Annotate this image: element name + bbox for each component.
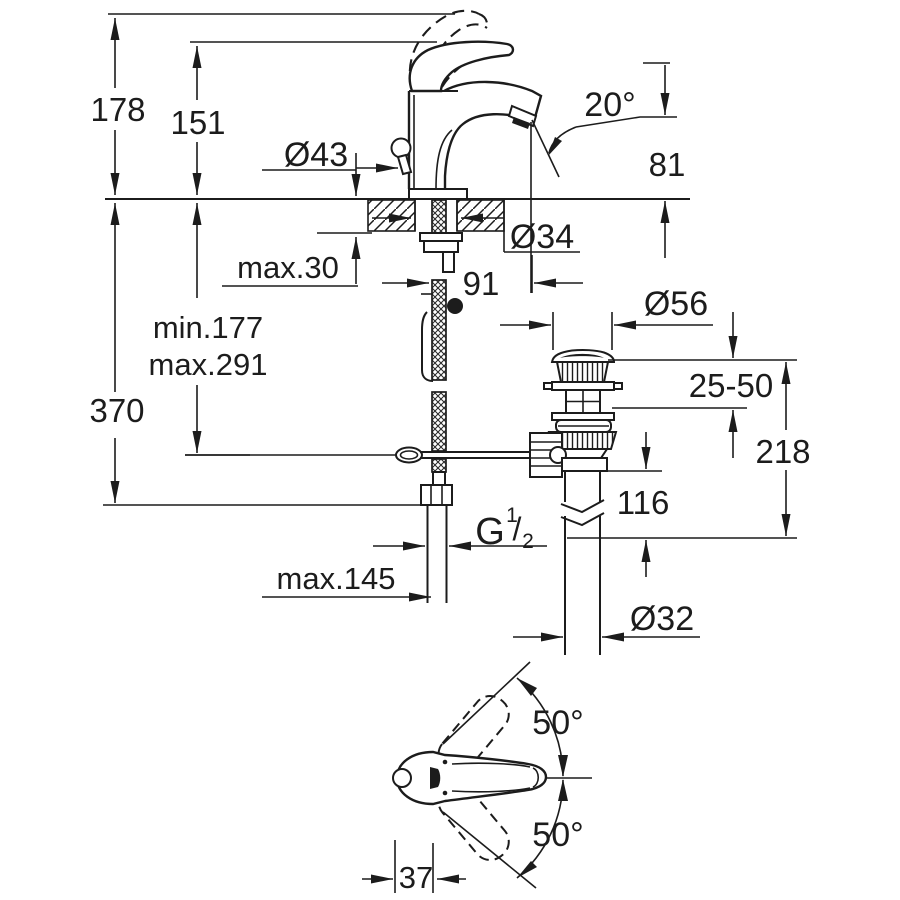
dim-370: 370 (89, 203, 421, 506)
dim-min177-label: min.177 (153, 310, 263, 345)
dim-g-label: G (475, 511, 505, 553)
drain-tee (529, 432, 608, 478)
handle-pin (392, 768, 412, 788)
shank-and-hose (414, 199, 463, 603)
dim-178: 178 (90, 18, 146, 195)
dim-25-50-label: 25-50 (689, 367, 773, 404)
drain-ring (555, 419, 612, 433)
connection-stub (442, 251, 455, 273)
dim-max30-label: max.30 (237, 250, 339, 285)
dim-56: Ø56 (500, 285, 713, 350)
dim-32: Ø32 (513, 600, 700, 642)
rod-ball (447, 298, 463, 314)
handle-plan-solid (392, 750, 548, 806)
dim-116: 116 (562, 432, 669, 577)
dim-91-label: 91 (463, 265, 500, 302)
dim-g-slash: / (513, 511, 522, 547)
handle-swing-dashed (437, 695, 510, 861)
dim-37-label: 37 (399, 860, 433, 895)
hose-end-nut (420, 484, 453, 506)
drain-crown (555, 361, 610, 383)
dim-34-label: Ø34 (510, 218, 574, 256)
dim-max291-label: max.291 (149, 347, 268, 382)
dim-81-label: 81 (649, 146, 686, 183)
dim-50-lower: 50° (516, 779, 584, 879)
dim-20deg: 20° (530, 86, 677, 293)
drain-wing-left (543, 382, 553, 390)
mounting-nut (423, 240, 459, 253)
dim-218: 218 (567, 362, 811, 539)
dim-max30: max.30 (222, 232, 372, 287)
dim-50-upper: 50° (516, 677, 584, 777)
dim-178-label: 178 (90, 91, 145, 128)
mounting-washer (419, 232, 463, 242)
dim-max145: max.145 (262, 561, 431, 602)
dim-37: 37 (362, 840, 466, 895)
drain-pipe (560, 471, 605, 655)
side-view (105, 9, 690, 603)
dim-151-label: 151 (170, 104, 225, 141)
dim-43: Ø43 (262, 136, 398, 196)
dim-g-denominator: 2 (522, 530, 534, 553)
dim-32-label: Ø32 (630, 600, 694, 638)
dim-34: Ø34 (372, 200, 580, 256)
dimensions-side-view: 178 151 Ø43 20° 81 (89, 13, 811, 642)
spout-top (443, 80, 543, 122)
handle-pivot (430, 767, 441, 789)
counter-section (105, 198, 690, 232)
dim-43-label: Ø43 (284, 136, 348, 174)
dim-116-label: 116 (617, 484, 670, 521)
dim-20deg-label: 20° (584, 86, 635, 124)
aerator (507, 104, 538, 129)
dim-25-50: 25-50 (608, 312, 797, 458)
dim-g-half: G 1 / 2 (373, 504, 547, 553)
lever-handle (408, 40, 515, 93)
dim-370-label: 370 (89, 392, 144, 429)
faucet-body (390, 40, 543, 200)
faucet-base (408, 188, 468, 200)
dim-50-upper-label: 50° (532, 704, 583, 742)
dim-56-label: Ø56 (644, 285, 708, 323)
supply-hose (431, 279, 447, 381)
drain-grid-body (565, 389, 601, 414)
swing-axis-upper (442, 661, 531, 745)
dim-218-label: 218 (755, 433, 810, 470)
drain-wing-right (613, 382, 623, 390)
dim-max145-label: max.145 (277, 561, 396, 596)
dim-151: 151 (170, 46, 226, 195)
pull-rod-knob (390, 137, 413, 176)
swing-axis-lower (442, 811, 537, 889)
dim-91: 91 (382, 255, 583, 302)
dim-g-numerator: 1 (506, 504, 518, 527)
dim-50-lower-label: 50° (532, 816, 583, 854)
handle-top-view: 50° 50° 37 (362, 661, 592, 895)
dim-min-max-height: min.177 max.291 (149, 203, 268, 456)
spray-angle-line (531, 119, 560, 178)
dim-81: 81 (643, 62, 686, 258)
pull-rod-wire (421, 311, 434, 382)
drain-assembly (529, 349, 623, 655)
